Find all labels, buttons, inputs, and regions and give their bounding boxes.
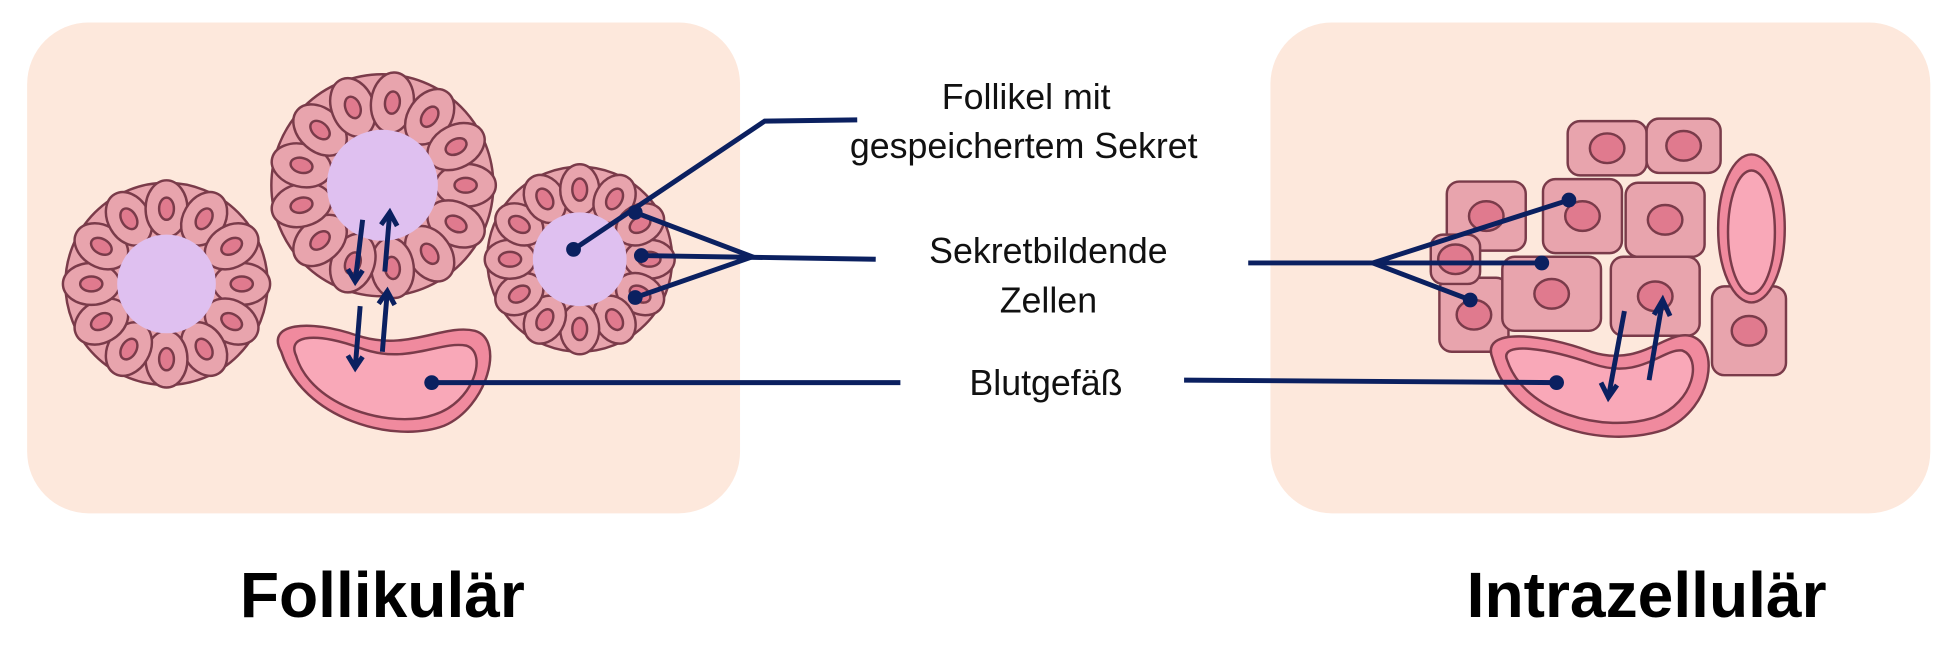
label-follicle-line2: gespeichertem Sekret <box>850 126 1198 166</box>
secretory-cell <box>212 261 272 307</box>
nucleus <box>194 337 214 361</box>
nucleus <box>89 236 113 257</box>
leader-secretory-right <box>1248 192 1577 308</box>
secretory-cell <box>1645 117 1722 175</box>
nucleus <box>453 176 478 194</box>
nucleus <box>289 156 314 175</box>
leader-secretory-left <box>627 204 876 305</box>
nucleus <box>507 214 531 235</box>
transport-arrows-left <box>345 207 400 373</box>
secretory-cell <box>1541 177 1624 255</box>
nucleus <box>535 187 555 211</box>
nucleus <box>229 275 255 293</box>
nucleus <box>1436 243 1474 276</box>
lumen <box>532 212 627 307</box>
secretory-cell <box>1566 119 1648 177</box>
nucleus <box>309 119 331 141</box>
secretory-cell <box>1429 233 1482 286</box>
nucleus <box>157 196 176 222</box>
nucleus <box>444 136 468 157</box>
follicle <box>270 71 498 300</box>
nucleus <box>89 311 113 332</box>
nucleus <box>220 311 244 332</box>
nucleus <box>119 207 139 231</box>
secretory-cell <box>203 222 260 271</box>
secretory-cell <box>369 71 416 134</box>
transport-arrows-right <box>1598 294 1673 403</box>
nucleus <box>444 214 468 234</box>
secretory-cell <box>558 163 601 217</box>
label-secretory-line2: Zellen <box>1000 280 1097 320</box>
nucleus <box>419 105 440 129</box>
follicle <box>61 179 272 389</box>
title-follicular: Follikulär <box>240 559 525 631</box>
nucleus <box>1533 277 1571 310</box>
nucleus <box>194 207 214 231</box>
nucleus <box>78 275 104 293</box>
nucleus <box>497 250 523 268</box>
nucleus <box>383 90 402 115</box>
nucleus <box>604 187 625 211</box>
label-blood-vessel: Blutgefäß <box>969 363 1122 403</box>
nucleus <box>119 337 139 361</box>
follicle <box>483 163 676 356</box>
nucleus <box>571 177 589 202</box>
nucleus <box>419 242 440 266</box>
nucleus <box>507 284 531 304</box>
secretory-cell <box>270 181 333 229</box>
nucleus <box>1730 314 1768 347</box>
nucleus <box>1665 129 1703 162</box>
nucleus <box>157 346 176 372</box>
label-secretory-line1: Sekretbildende <box>929 231 1168 271</box>
nucleus <box>1646 203 1684 236</box>
secretory-cell <box>328 76 377 138</box>
elongated-vessel-right <box>1716 153 1786 304</box>
follicles-group <box>61 71 676 389</box>
secretory-cell <box>434 162 498 208</box>
nucleus <box>571 316 589 342</box>
label-follicle-line1: Follikel mit <box>942 77 1111 117</box>
nucleus <box>220 236 244 257</box>
lumen <box>326 129 438 241</box>
secretory-cell <box>1624 181 1706 259</box>
secretory-cell <box>592 294 637 345</box>
nucleus <box>1563 200 1601 233</box>
secretory-cell <box>1501 255 1603 333</box>
leader-blood-right <box>1184 375 1564 391</box>
lumen <box>117 234 216 334</box>
nucleus <box>343 95 363 120</box>
nucleus <box>535 308 555 332</box>
leader-blood-left <box>424 375 901 391</box>
title-intracellular: Intrazellulär <box>1467 559 1827 631</box>
blood-vessel-left <box>276 324 492 433</box>
nucleus <box>604 308 625 332</box>
nucleus <box>1588 132 1626 165</box>
nucleus <box>309 230 331 251</box>
nucleus <box>289 196 314 215</box>
secretory-cell <box>426 121 486 172</box>
